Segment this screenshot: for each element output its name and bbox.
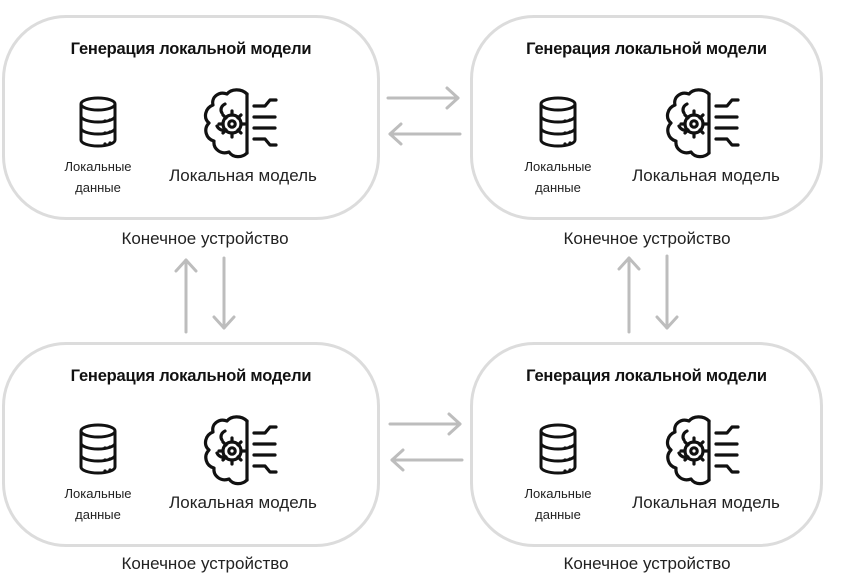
- arrow-left-top: [388, 122, 462, 146]
- brain-gear-icon: [199, 86, 281, 162]
- local-data-label-line2: данные: [75, 507, 121, 522]
- local-model-label: Локальная модель: [169, 166, 317, 185]
- node-caption-3: Конечное устройство: [121, 554, 289, 573]
- brain-gear-icon: [199, 413, 281, 489]
- arrow-right-bottom: [388, 412, 462, 436]
- node-caption-1: Конечное устройство: [121, 229, 289, 248]
- arrow-up-left: [174, 258, 198, 334]
- local-data-label-line1: Локальные: [64, 159, 132, 174]
- arrow-down-left: [212, 256, 236, 330]
- local-data-label: Локальные данные: [505, 156, 611, 198]
- local-data-label-line1: Локальные: [524, 159, 592, 174]
- local-model-label: Локальная модель: [632, 166, 780, 185]
- local-model-label: Локальная модель: [169, 493, 317, 512]
- device-node-3: Генерация локальной модели Локальные дан…: [2, 342, 380, 547]
- node-title: Генерация локальной модели: [70, 40, 312, 58]
- local-data-label: Локальные данные: [45, 156, 151, 198]
- database-icon: [77, 96, 119, 148]
- local-data-label-line1: Локальные: [64, 486, 132, 501]
- database-icon: [77, 423, 119, 475]
- arrow-down-right: [655, 254, 679, 330]
- device-node-4: Генерация локальной модели Локальные дан…: [470, 342, 823, 547]
- local-model-label: Локальная модель: [632, 493, 780, 512]
- local-data-label: Локальные данные: [45, 483, 151, 525]
- device-node-2: Генерация локальной модели Локальные дан…: [470, 15, 823, 220]
- node-title: Генерация локальной модели: [526, 367, 767, 385]
- arrow-left-bottom: [390, 448, 464, 472]
- local-data-label-line1: Локальные: [524, 486, 592, 501]
- local-data-label-line2: данные: [75, 180, 121, 195]
- arrow-right-top: [386, 86, 460, 110]
- node-title: Генерация локальной модели: [526, 40, 767, 58]
- database-icon: [537, 96, 579, 148]
- local-data-label-line2: данные: [535, 507, 581, 522]
- node-caption-4: Конечное устройство: [563, 554, 731, 573]
- arrow-up-right: [617, 256, 641, 334]
- database-icon: [537, 423, 579, 475]
- local-data-label: Локальные данные: [505, 483, 611, 525]
- node-caption-2: Конечное устройство: [563, 229, 731, 248]
- node-title: Генерация локальной модели: [70, 367, 312, 385]
- brain-gear-icon: [661, 86, 743, 162]
- device-node-1: Генерация локальной модели Локальные дан…: [2, 15, 380, 220]
- brain-gear-icon: [661, 413, 743, 489]
- local-data-label-line2: данные: [535, 180, 581, 195]
